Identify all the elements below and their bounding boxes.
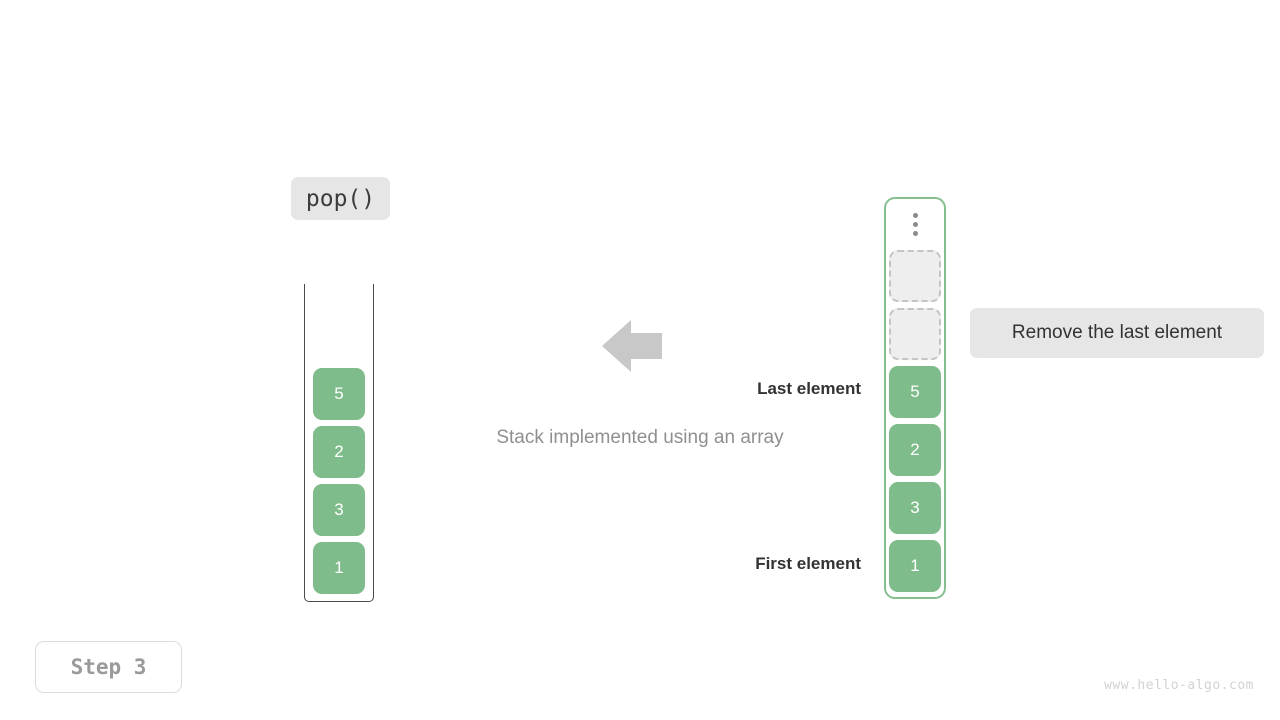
callout-remove-last-element: Remove the last element xyxy=(970,308,1264,358)
array-cell: 1 xyxy=(889,540,941,592)
diagram-caption: Stack implemented using an array xyxy=(496,427,784,448)
array-cell: 3 xyxy=(313,484,365,536)
array-cell-empty xyxy=(889,308,941,360)
step-badge: Step 3 xyxy=(35,641,182,693)
label-first-element: First element xyxy=(755,554,861,573)
array-cell-empty xyxy=(889,250,941,302)
array-cell: 2 xyxy=(313,426,365,478)
right-array-container: 5 2 3 1 xyxy=(884,197,946,599)
arrow-left-icon xyxy=(602,320,662,372)
left-array-container: 5 2 3 1 xyxy=(304,284,374,602)
operation-label-pop: pop() xyxy=(291,177,390,220)
array-cell: 5 xyxy=(889,366,941,418)
array-cell: 2 xyxy=(889,424,941,476)
left-array-cells: 5 2 3 1 xyxy=(305,368,373,594)
right-array-cells: 5 2 3 1 xyxy=(886,250,944,592)
vertical-ellipsis-icon xyxy=(886,213,944,236)
array-cell: 5 xyxy=(313,368,365,420)
array-cell: 3 xyxy=(889,482,941,534)
label-last-element: Last element xyxy=(757,379,861,398)
watermark: www.hello-algo.com xyxy=(1104,678,1254,693)
array-cell: 1 xyxy=(313,542,365,594)
